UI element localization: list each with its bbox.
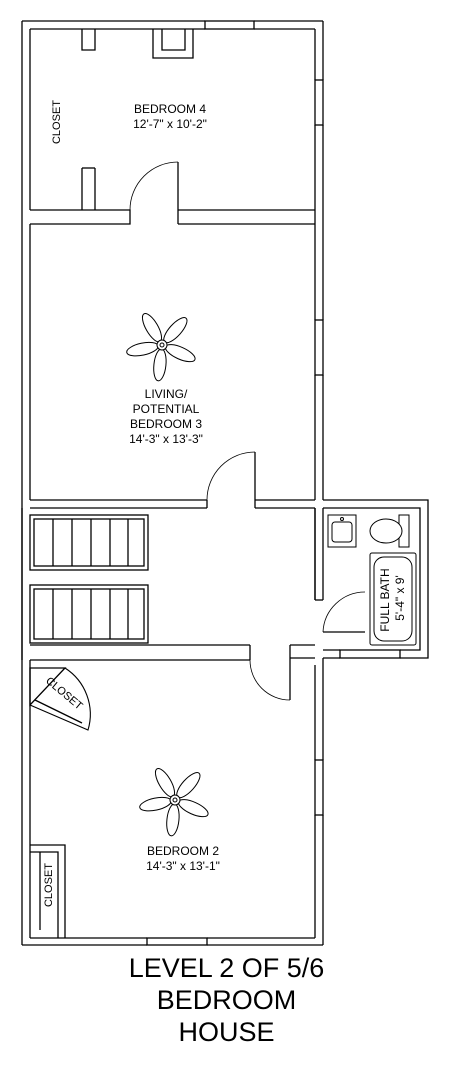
- bedroom2-top-wall: [30, 644, 315, 701]
- sink-icon: [327, 514, 357, 548]
- door-swing-icon: [249, 659, 291, 701]
- bedroom4-name: BEDROOM 4: [134, 102, 206, 116]
- floor-plan: BEDROOM 4 12'-7" x 10'-2" LIVING/ POTENT…: [21, 20, 429, 946]
- ceiling-fan-icon: [139, 768, 209, 837]
- caption-line3: HOUSE: [178, 1017, 275, 1047]
- bath-name: FULL BATH: [378, 568, 392, 631]
- window-icon: [314, 319, 324, 376]
- window-icon: [339, 649, 401, 659]
- bedroom4-bottom-wall: [30, 161, 315, 225]
- stairs-icon: [21, 508, 149, 660]
- closet-bottom-label: CLOSET: [43, 863, 55, 907]
- living-label-line3: BEDROOM 3: [130, 417, 202, 431]
- closet-bottom: [30, 844, 66, 938]
- living-label-line2: POTENTIAL: [133, 402, 200, 416]
- closet-top-label: CLOSET: [51, 100, 63, 144]
- plan-caption: LEVEL 2 OF 5/6 BEDROOM HOUSE: [0, 952, 453, 1048]
- bath-dims: 5'-4" x 9': [393, 575, 407, 621]
- closet-middle: [29, 667, 91, 731]
- window-icon: [204, 20, 255, 30]
- bath-walls: [314, 499, 429, 659]
- ceiling-fan-icon: [126, 313, 196, 382]
- bedroom2-name: BEDROOM 2: [147, 844, 219, 858]
- window-icon: [314, 79, 324, 126]
- caption-line2: BEDROOM: [156, 985, 297, 1015]
- bathtub-icon: [369, 552, 417, 646]
- window-icon: [146, 937, 208, 946]
- outer-walls: [21, 20, 324, 946]
- toilet-icon: [369, 514, 410, 548]
- window-icon: [314, 759, 324, 816]
- door-swing-icon: [322, 591, 366, 633]
- door-swing-icon: [206, 451, 256, 501]
- living-dims: 14'-3" x 13'-3": [129, 432, 203, 446]
- caption-line1: LEVEL 2 OF 5/6: [128, 953, 325, 983]
- bedroom2-dims: 14'-3" x 13'-1": [146, 859, 220, 873]
- closet-top: [81, 29, 194, 210]
- door-swing-icon: [129, 161, 179, 211]
- living-label-line1: LIVING/: [145, 387, 188, 401]
- living-bottom-wall: [30, 451, 315, 509]
- bedroom4-dims: 12'-7" x 10'-2": [133, 117, 207, 131]
